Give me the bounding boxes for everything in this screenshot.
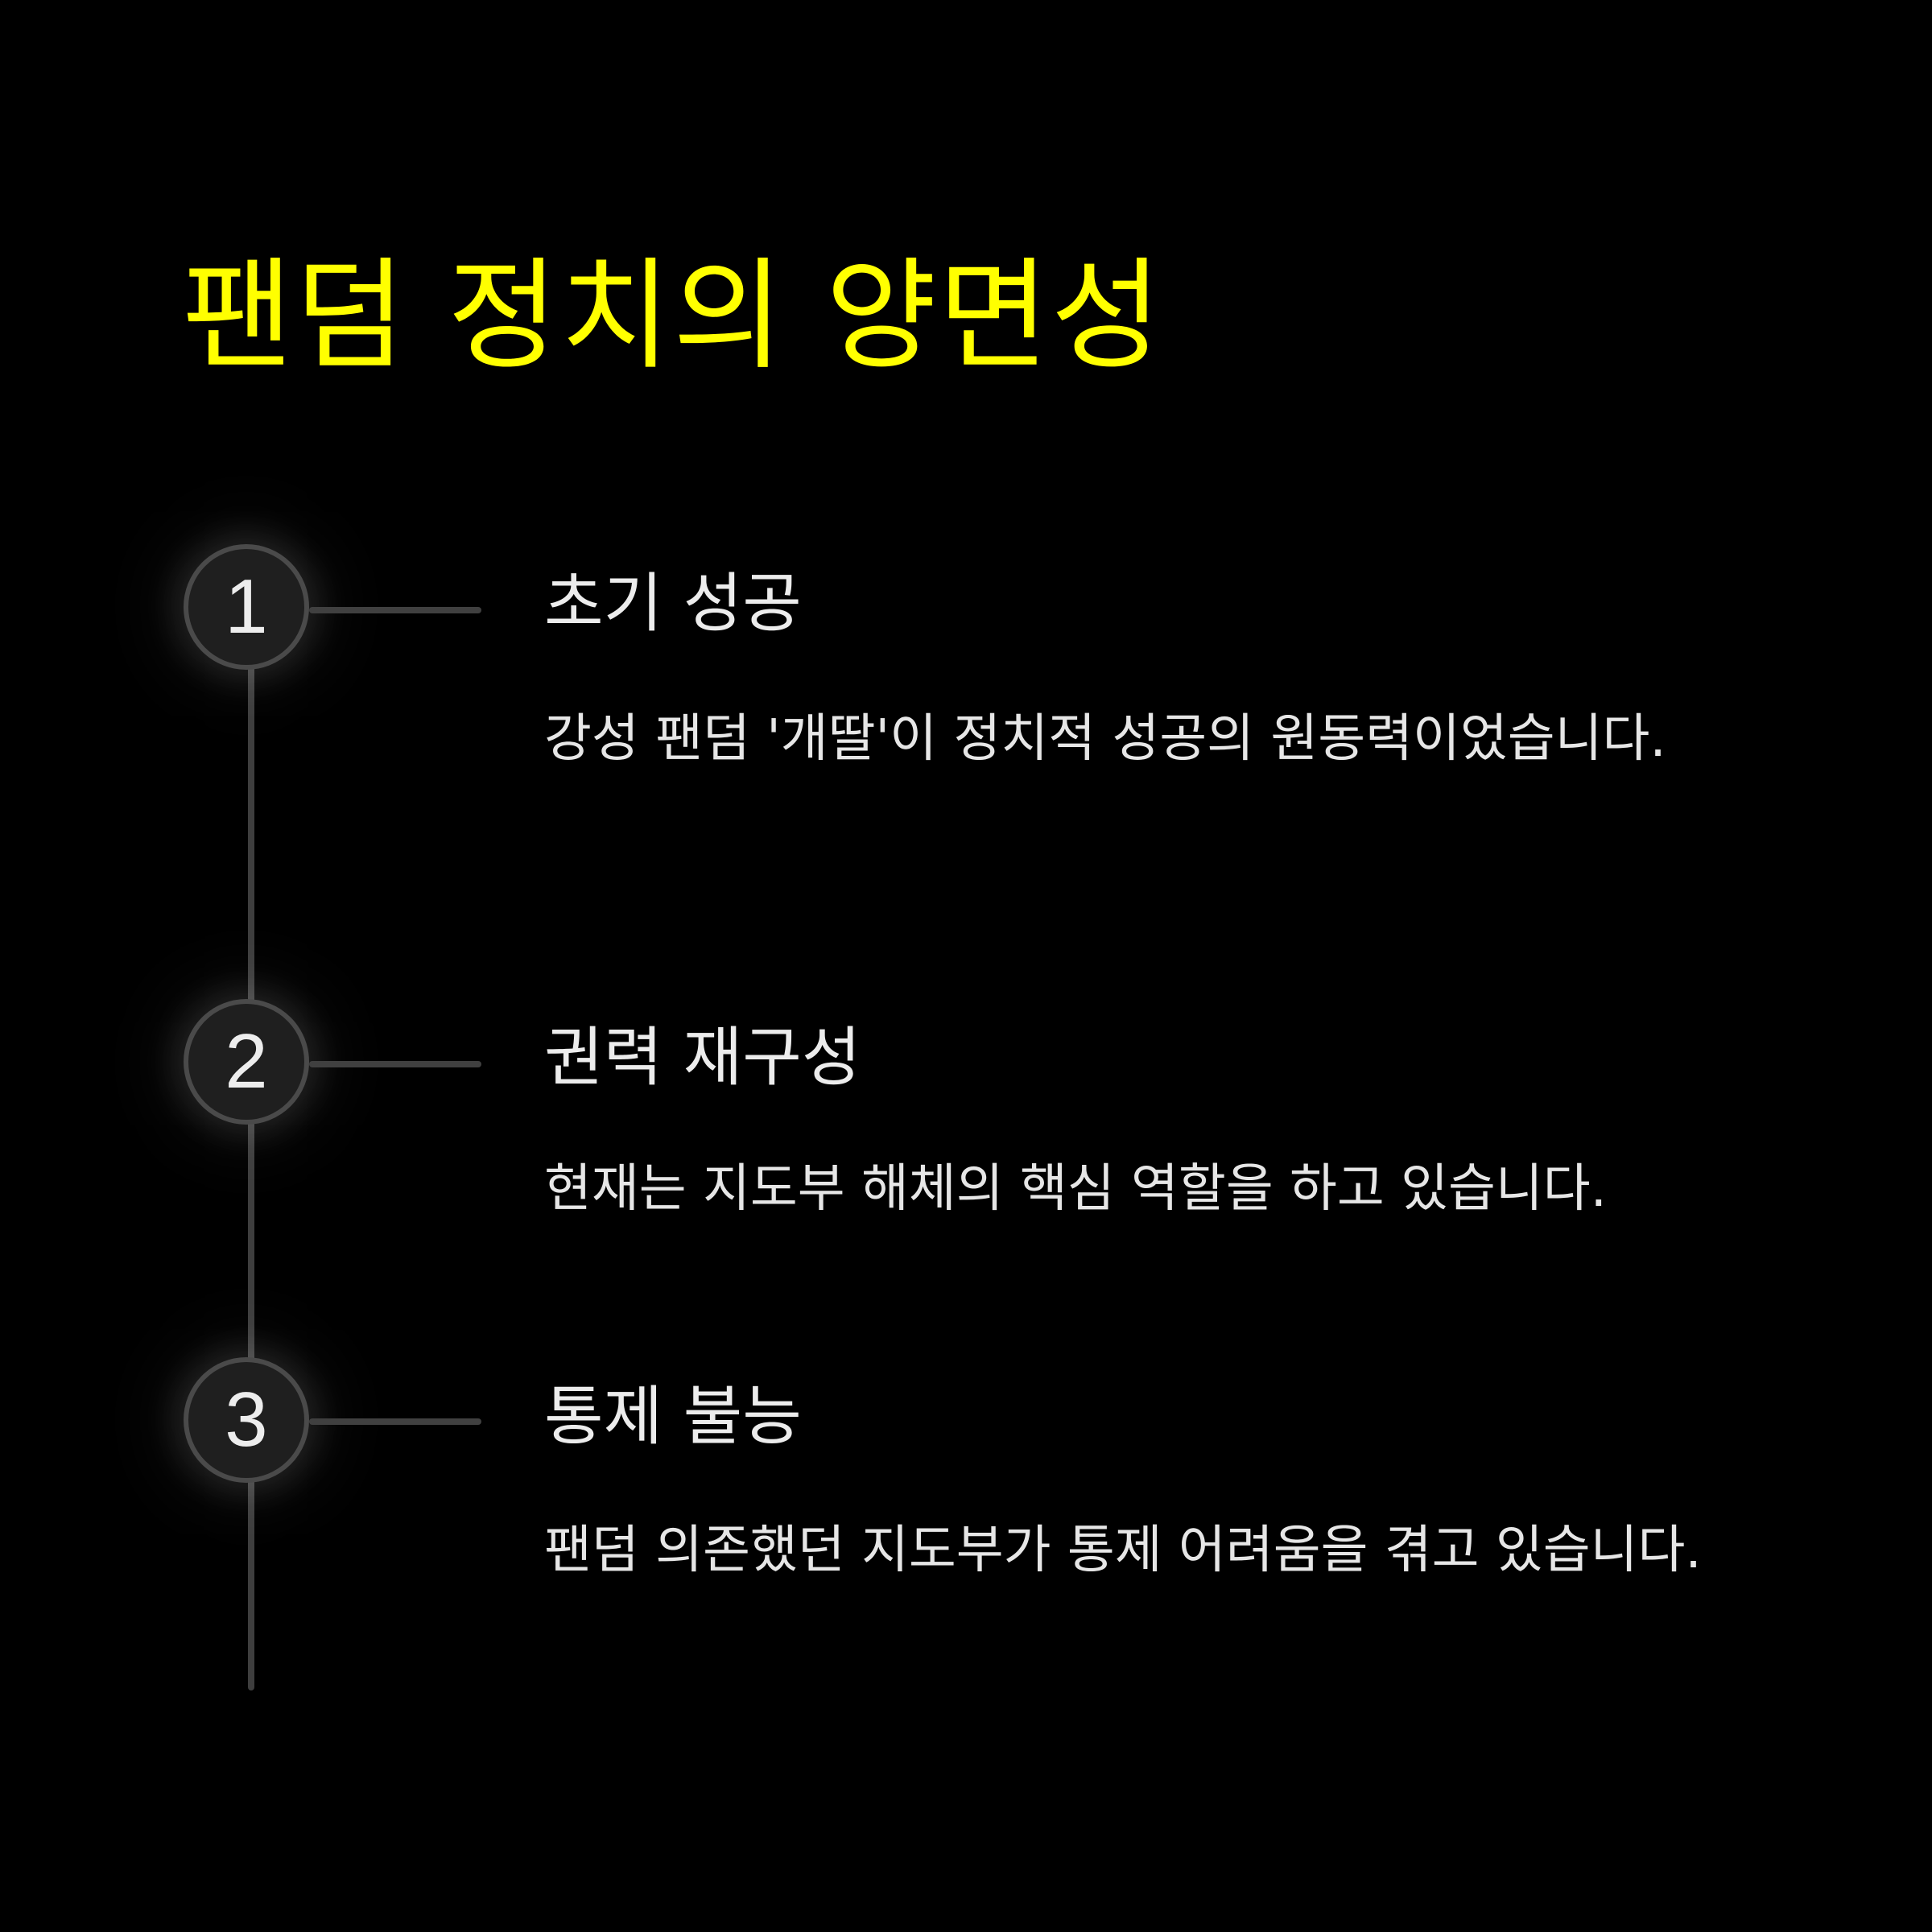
step-heading-2: 권력 재구성 — [544, 1020, 861, 1095]
step-connector-2 — [309, 1061, 481, 1067]
step-heading-3: 통제 불능 — [544, 1379, 802, 1454]
step-connector-1 — [309, 607, 481, 613]
step-description-3: 팬덤 의존했던 지도부가 통제 어려움을 겪고 있습니다. — [544, 1521, 1702, 1580]
step-number-3: 3 — [225, 1377, 268, 1463]
page-title: 팬덤 정치의 양면성 — [182, 246, 1164, 386]
step-description-1: 강성 팬덤 '개딸'이 정치적 성공의 원동력이었습니다. — [544, 709, 1666, 769]
timeline-line — [248, 660, 254, 1690]
step-description-2: 현재는 지도부 해체의 핵심 역할을 하고 있습니다. — [544, 1159, 1608, 1219]
step-marker-1: 1 — [184, 544, 309, 670]
step-number-1: 1 — [225, 564, 268, 650]
step-number-2: 2 — [225, 1018, 268, 1104]
step-marker-3: 3 — [184, 1357, 309, 1483]
step-marker-2: 2 — [184, 999, 309, 1125]
step-connector-3 — [309, 1418, 481, 1425]
step-heading-1: 초기 성공 — [544, 566, 802, 641]
